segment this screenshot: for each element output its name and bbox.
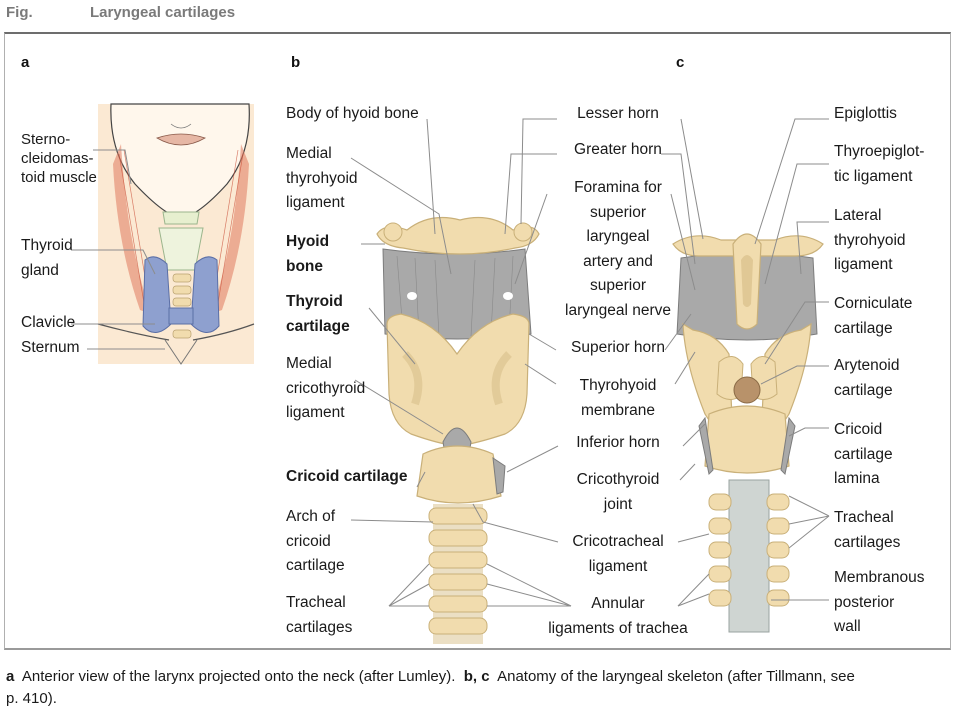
lesser-horn-left xyxy=(383,222,403,242)
panel-letter-c: c xyxy=(676,54,685,71)
caption-marker-a: a xyxy=(6,668,15,685)
label-thyroid-gland: Thyroid gland xyxy=(21,237,73,279)
epiglottis-inner xyxy=(741,255,753,307)
tracheal-rings-b xyxy=(428,507,488,635)
label-inferior-horn: Inferior horn xyxy=(576,434,660,451)
caption-marker-bc: b, c xyxy=(463,668,490,685)
cricoid-lamina-ligaments xyxy=(698,416,796,476)
thyroid-gland-right-lobe xyxy=(190,256,220,333)
label-cricoid-cartilage: Cricoid cartilage xyxy=(286,468,408,485)
membranous-posterior-wall-shape xyxy=(728,479,770,633)
figure-illustrations xyxy=(71,103,830,644)
label-medial-cricothyroid-ligament: Medial cricothyroid ligament xyxy=(286,355,366,421)
caption-line-1: a Anterior view of the larynx projected … xyxy=(6,666,951,688)
label-hyoid-bone: Hyoid bone xyxy=(286,233,330,275)
label-superior-horn: Superior horn xyxy=(571,339,665,356)
label-tracheal-cartilages-b: Tracheal cartilages xyxy=(286,594,353,636)
cricoid-cartilage-shape xyxy=(416,445,502,504)
label-clavicle: Clavicle xyxy=(21,314,76,331)
label-medial-thyrohyoid-ligament: Medial thyrohyoid ligament xyxy=(286,145,358,211)
label-cricoid-cartilage-lamina: Cricoid cartilage lamina xyxy=(834,421,893,487)
thyroid-gland-left-lobe xyxy=(142,256,172,333)
label-membranous-posterior-wall: Membranous posterior wall xyxy=(834,569,925,635)
label-greater-horn: Greater horn xyxy=(574,141,662,158)
label-cricothyroid-joint: Cricothyroid joint xyxy=(576,471,660,513)
lesser-horn-right xyxy=(513,222,533,242)
label-thyroid-cartilage: Thyroid cartilage xyxy=(286,293,350,335)
panel-c-larynx-illustration xyxy=(672,233,824,633)
label-foramina: Foramina for superior laryngeal artery a… xyxy=(565,179,671,319)
figure-tag: Fig. xyxy=(6,4,33,21)
panel-a-neck-illustration xyxy=(97,103,255,365)
caption-text-a: Anterior view of the larynx projected on… xyxy=(21,668,456,685)
right-sternocleidomastoid-muscle xyxy=(211,144,249,314)
panel-letter-b: b xyxy=(291,54,301,71)
leader-lines xyxy=(71,118,830,607)
label-lateral-thyrohyoid-ligament: Lateral thyrohyoid ligament xyxy=(834,207,906,273)
nose xyxy=(170,123,192,129)
inferior-horn-shape xyxy=(492,456,506,495)
tracheal-rings-c xyxy=(708,493,790,607)
label-arytenoid-cartilage: Arytenoid cartilage xyxy=(834,357,900,399)
sternum-notch xyxy=(164,339,198,365)
label-thyroepiglottic-ligament: Thyroepiglot- tic ligament xyxy=(834,143,925,185)
hyoid-bone-shape xyxy=(376,217,540,255)
label-sternocleidomastoid: Sterno- cleidomas- toid muscle xyxy=(21,131,97,186)
thyroid-cartilage-shape xyxy=(386,313,530,447)
label-thyrohyoid-membrane: Thyrohyoid membrane xyxy=(579,377,657,419)
foramen-left xyxy=(407,292,417,300)
panel-b-larynx-illustration xyxy=(376,217,540,644)
figure-caption: a Anterior view of the larynx projected … xyxy=(6,666,951,710)
panel-letter-a: a xyxy=(21,54,30,71)
label-corniculate-cartilage: Corniculate cartilage xyxy=(834,295,913,337)
label-arch-of-cricoid-cartilage: Arch of cricoid cartilage xyxy=(286,508,345,574)
hyoid-sketch xyxy=(162,211,200,225)
cricoid-lamina-shape xyxy=(704,405,790,474)
trachea-sketch xyxy=(172,273,192,339)
label-lesser-horn: Lesser horn xyxy=(577,105,659,122)
label-tracheal-cartilages-c: Tracheal cartilages xyxy=(834,509,901,551)
figure-header: Fig. Laryngeal cartilages xyxy=(0,0,960,30)
caption-text-bc: Anatomy of the laryngeal skeleton (after… xyxy=(497,668,855,685)
mouth xyxy=(156,133,206,146)
thyroid-gland-isthmus xyxy=(168,307,194,325)
corniculate-cartilage-shape xyxy=(733,376,761,404)
label-epiglottis: Epiglottis xyxy=(834,105,897,122)
label-body-of-hyoid-bone: Body of hyoid bone xyxy=(286,105,419,122)
label-annular-ligaments: Annular ligaments of trachea xyxy=(548,595,688,637)
foramen-right xyxy=(503,292,513,300)
clavicle-lines xyxy=(97,323,255,341)
label-sternum: Sternum xyxy=(21,339,80,356)
label-cricotracheal-ligament: Cricotracheal ligament xyxy=(572,533,664,575)
figure-title: Laryngeal cartilages xyxy=(90,4,236,21)
left-sternocleidomastoid-muscle xyxy=(113,144,151,314)
figure-frame: a b c Sterno- cleidomas- toid muscle Thy… xyxy=(4,32,951,650)
thyroid-lamina-shading xyxy=(402,351,512,406)
caption-line-2: p. 410). xyxy=(6,690,57,707)
